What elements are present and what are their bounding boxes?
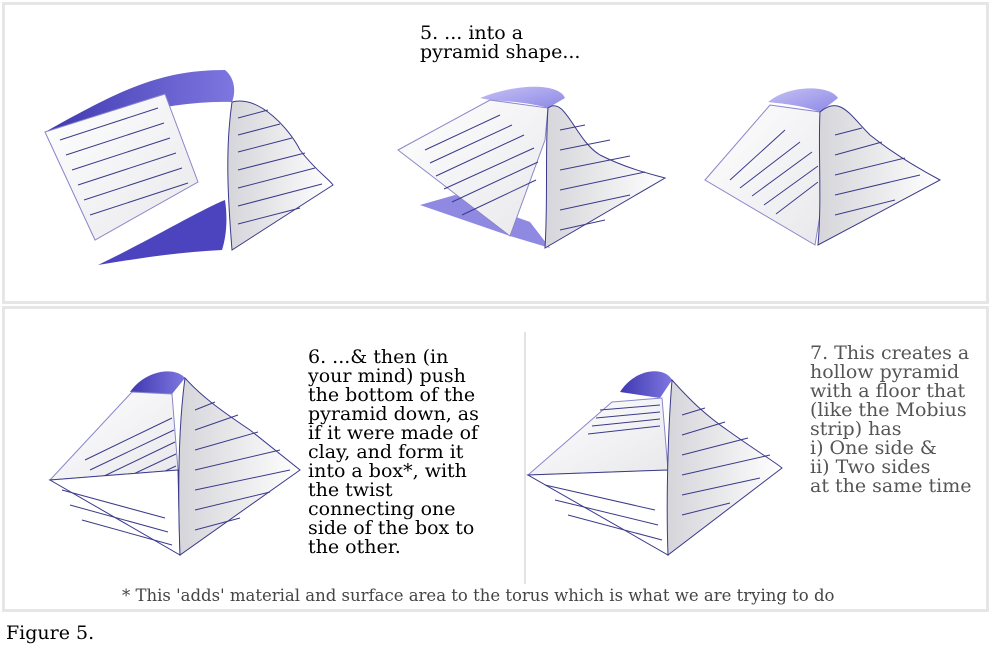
pyramid-box-figure [48, 371, 301, 556]
step-7-caption: 7. This creates a hollow pyramid with a … [810, 342, 972, 497]
pyramid-figure [704, 88, 942, 246]
hollow-pyramid-figure [526, 371, 783, 556]
step-5-caption: 5. ... into a pyramid shape... [420, 22, 581, 63]
footnote: * This 'adds' material and surface area … [122, 586, 835, 605]
panel-divider [524, 332, 526, 584]
step-6-caption: 6. ...& then (in your mind) push the bot… [308, 346, 479, 558]
twisted-strip-figure [44, 70, 334, 265]
folding-pyramid-figure [397, 86, 667, 249]
figure-label: Figure 5. [6, 622, 95, 644]
